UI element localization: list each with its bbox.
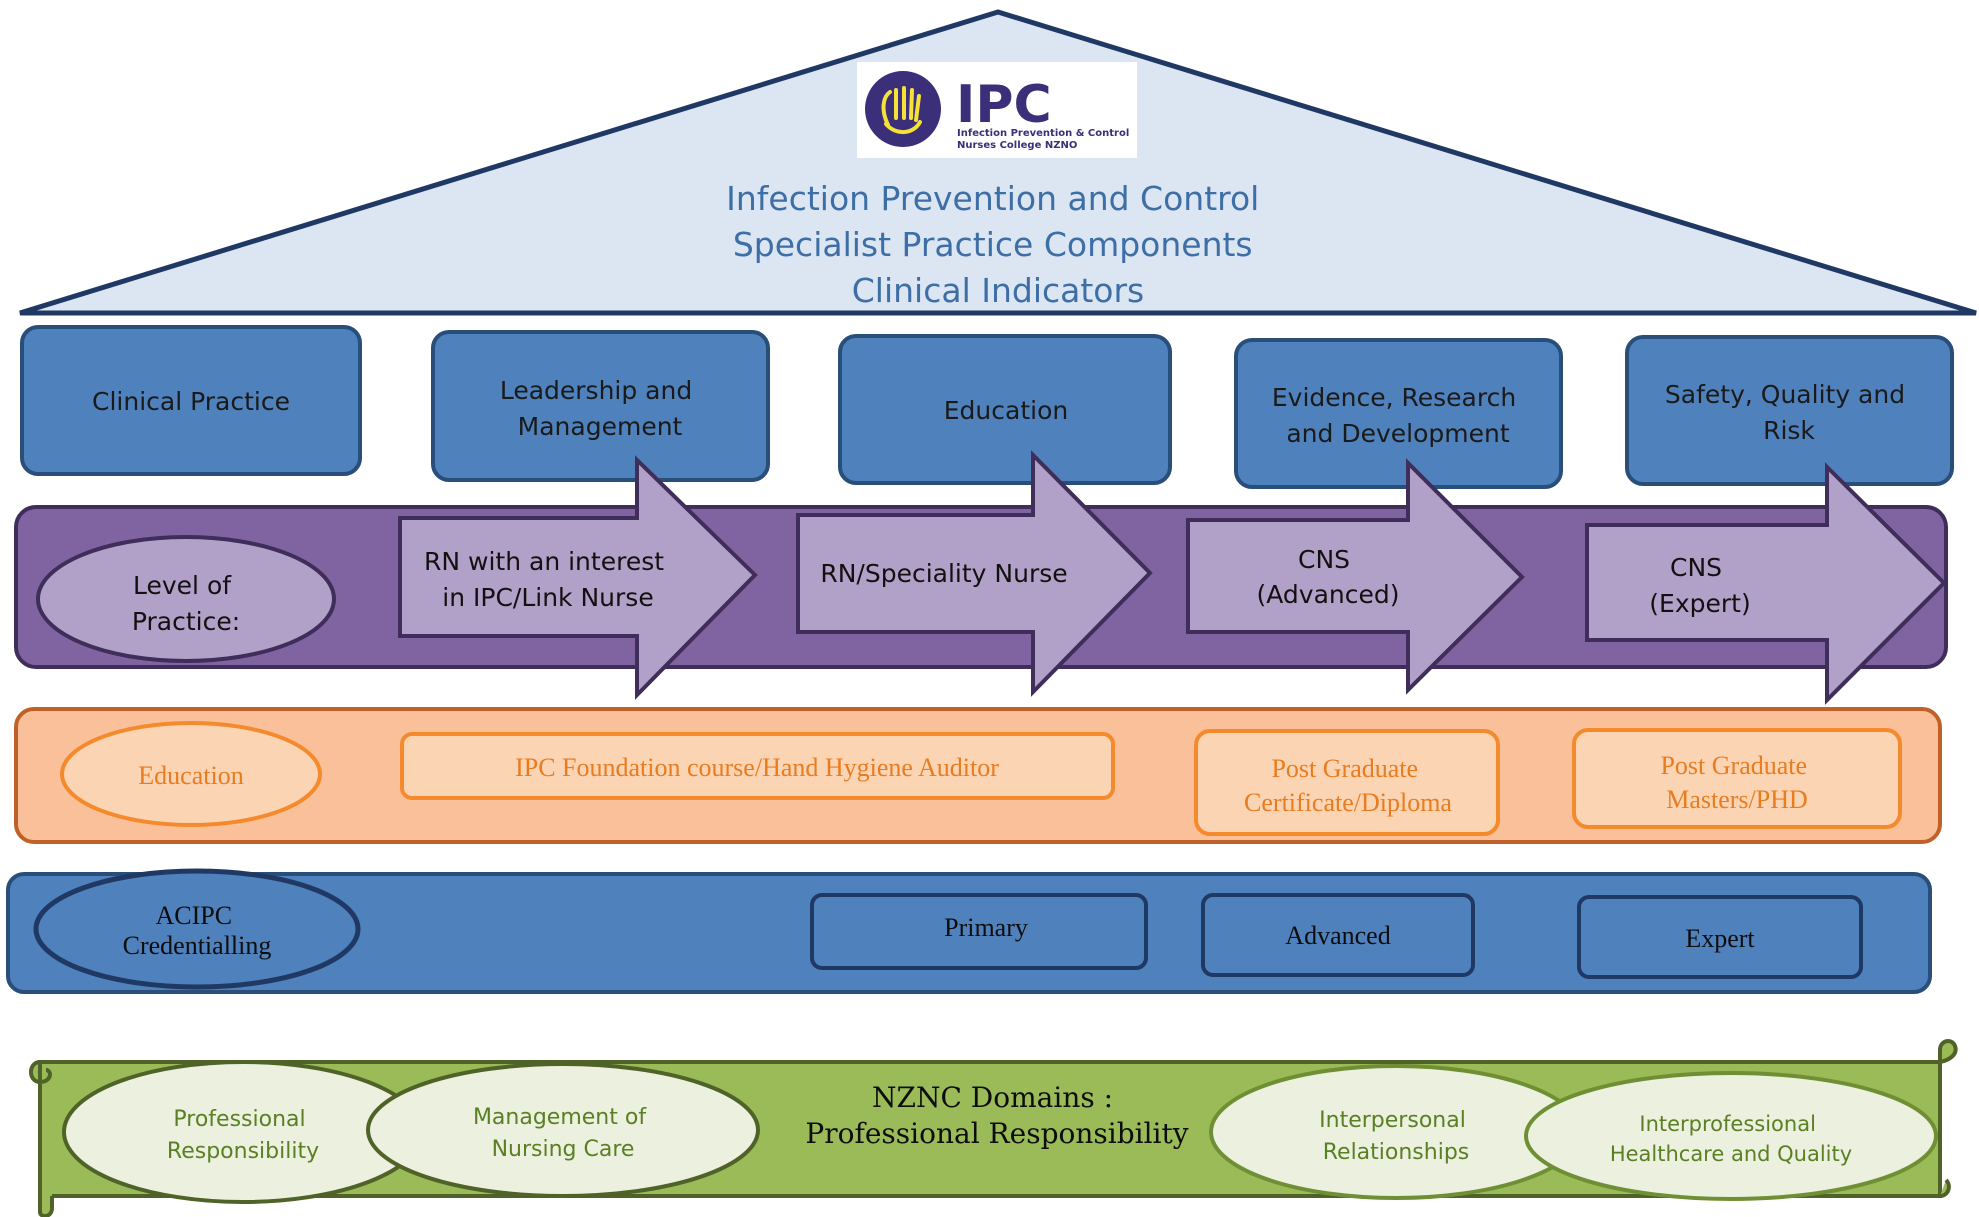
domain-interprofessional-healthcare: Interprofessional Healthcare and Quality (1524, 1071, 1938, 1201)
nznc-domains-scroll: Professional Responsibility Management o… (29, 1039, 1958, 1217)
credential-primary: Primary (810, 893, 1148, 970)
ipc-logo: IPC Infection Prevention & Control Nurse… (857, 62, 1137, 158)
svg-text:Professional Responsib: Professional Responsibility (167, 1107, 319, 1164)
svg-text:RN with an interest in: RN with an interest in IPC/Link Nurse (424, 547, 672, 612)
svg-text:Expert: Expert (1685, 924, 1755, 953)
level-of-practice-label: Level of Practice: (36, 535, 336, 663)
svg-text:RN/Speciality Nurse: RN/Speciality Nurse (820, 559, 1067, 588)
svg-text:IPC Foundation course/Hand Hyg: IPC Foundation course/Hand Hygiene Audit… (515, 753, 999, 782)
roof-triangle (19, 9, 1977, 316)
acipc-credentialling-label: ACIPC Credentialling (33, 868, 361, 990)
logo-line-2: Nurses College NZNO (957, 140, 1077, 151)
scroll-right-curl-icon (1938, 1039, 1958, 1198)
svg-text:Post Graduate Certific: Post Graduate Certificate/Diploma (1244, 754, 1452, 817)
svg-text:Education: Education (944, 396, 1068, 425)
education-label: Education (60, 721, 322, 827)
svg-text:CNS (Advanced): CNS (Advanced) (1257, 545, 1400, 609)
education-band: Education IPC Foundation course/Hand Hyg… (14, 707, 1942, 844)
roof: IPC Infection Prevention & Control Nurse… (19, 9, 1977, 316)
education-item-postgrad-certificate: Post Graduate Certificate/Diploma (1194, 729, 1500, 836)
svg-text:Leadership and Managem: Leadership and Management (500, 376, 700, 441)
svg-text:Advanced: Advanced (1285, 921, 1390, 950)
credentialling-band: ACIPC Credentialling Primary Advanced Ex… (6, 868, 1932, 994)
svg-text:CNS (Expert): CNS (Expert) (1649, 553, 1750, 618)
roof-title: Infection Prevention and Control Special… (726, 179, 1270, 310)
scroll-left-curl-icon (29, 1060, 54, 1217)
svg-text:Education: Education (138, 761, 243, 790)
domain-management-nursing-care: Management of Nursing Care (366, 1062, 760, 1198)
svg-text:Interprofessional Heal: Interprofessional Healthcare and Quality (1610, 1112, 1852, 1166)
svg-text:ACIPC Credentialling: ACIPC Credentialling (123, 901, 272, 960)
svg-text:Primary: Primary (944, 913, 1028, 942)
pillar-education: Education (838, 334, 1172, 485)
nznc-title: NZNC Domains : Professional Responsibili… (805, 1081, 1188, 1150)
credential-advanced: Advanced (1201, 893, 1475, 977)
arrow-cns-expert: CNS (Expert) (1585, 462, 1947, 705)
svg-text:Interpersonal Relation: Interpersonal Relationships (1319, 1108, 1473, 1165)
arrow-cns-advanced: CNS (Advanced) (1186, 458, 1525, 695)
arrow-rn-speciality-nurse: RN/Speciality Nurse (796, 450, 1153, 697)
svg-text:Management of Nursing: Management of Nursing Care (473, 1105, 653, 1162)
pillar-leadership-management: Leadership and Management (431, 330, 770, 482)
pillar-safety-quality-risk: Safety, Quality and Risk (1625, 335, 1954, 486)
svg-text:Clinical Practice: Clinical Practice (92, 387, 290, 416)
logo-line-1: Infection Prevention & Control (957, 128, 1129, 139)
pillar-evidence-research: Evidence, Research and Development (1234, 338, 1563, 489)
svg-text:Level of Practice:: Level of Practice: (132, 571, 240, 636)
svg-text:Evidence, Research and: Evidence, Research and Development (1272, 383, 1524, 448)
svg-text:Post Graduate Masters/: Post Graduate Masters/PHD (1660, 751, 1813, 814)
svg-text:Safety, Quality and Ri: Safety, Quality and Risk (1665, 380, 1913, 445)
level-of-practice-band: Level of Practice: RN with an interest i… (14, 450, 1948, 705)
logo-acronym: IPC (956, 75, 1052, 135)
domain-interpersonal-relationships: Interpersonal Relationships (1209, 1064, 1583, 1200)
domain-professional-responsibility: Professional Responsibility (62, 1060, 424, 1204)
education-item-foundation: IPC Foundation course/Hand Hygiene Audit… (400, 732, 1115, 800)
pillars: Clinical Practice Leadership and Managem… (20, 325, 1954, 489)
pillar-clinical-practice: Clinical Practice (20, 325, 362, 476)
arrow-rn-link-nurse: RN with an interest in IPC/Link Nurse (398, 455, 758, 700)
credential-expert: Expert (1577, 895, 1863, 979)
education-item-postgrad-masters: Post Graduate Masters/PHD (1572, 728, 1902, 829)
